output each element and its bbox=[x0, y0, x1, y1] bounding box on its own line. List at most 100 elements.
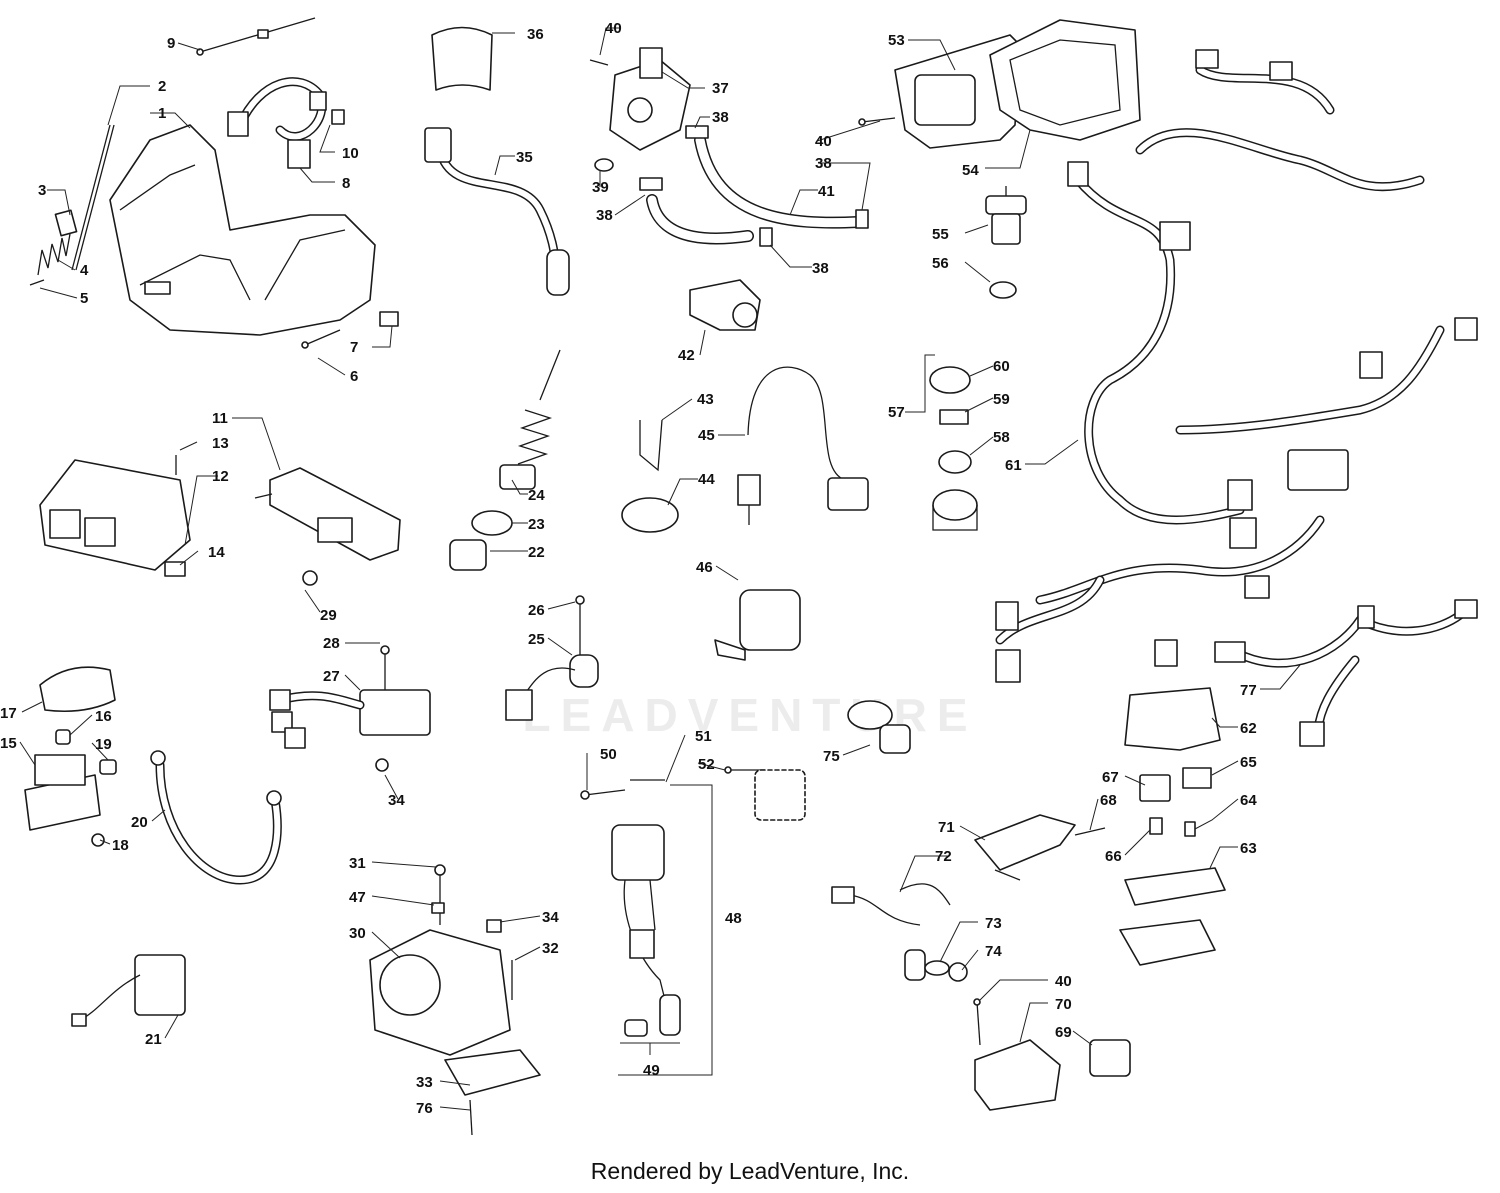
callout-58: 58 bbox=[993, 429, 1010, 446]
callout-45: 45 bbox=[698, 427, 715, 444]
part-mount-screw-and-clip bbox=[301, 311, 399, 349]
callout-46: 46 bbox=[696, 559, 713, 576]
callout-17: 17 bbox=[0, 705, 17, 722]
callout-41: 41 bbox=[818, 183, 835, 200]
callout-75: 75 bbox=[823, 748, 840, 765]
callout-77: 77 bbox=[1240, 682, 1257, 699]
callout-15: 15 bbox=[0, 735, 17, 752]
part-instrument-cluster bbox=[894, 19, 1141, 149]
part-brake-switch bbox=[449, 349, 561, 571]
callout-10: 10 bbox=[342, 145, 359, 162]
part-map-sensor bbox=[973, 998, 1131, 1111]
part-clip-and-ring bbox=[621, 419, 679, 533]
callout-70: 70 bbox=[1055, 996, 1072, 1013]
callout-23: 23 bbox=[528, 516, 545, 533]
callout-34: 34 bbox=[388, 792, 405, 809]
callout-44: 44 bbox=[698, 471, 715, 488]
callout-52: 52 bbox=[698, 756, 715, 773]
callout-38: 38 bbox=[712, 109, 729, 126]
callout-11: 11 bbox=[212, 410, 228, 427]
part-fuse-bracket-and-cable bbox=[831, 814, 1076, 982]
callout-57: 57 bbox=[888, 404, 905, 421]
part-main-wiring-harness bbox=[995, 49, 1478, 683]
callout-67: 67 bbox=[1102, 769, 1119, 786]
callout-59: 59 bbox=[993, 391, 1010, 408]
part-drive-actuator bbox=[369, 864, 541, 1136]
callout-69: 69 bbox=[1055, 1024, 1072, 1041]
callout-21: 21 bbox=[145, 1031, 162, 1048]
callout-22: 22 bbox=[528, 544, 545, 561]
callout-36: 36 bbox=[527, 26, 544, 43]
leader-lines bbox=[19, 27, 1301, 1111]
part-engine-control-unit bbox=[39, 455, 191, 577]
callout-37: 37 bbox=[712, 80, 729, 97]
callout-24: 24 bbox=[528, 487, 545, 504]
callout-14: 14 bbox=[208, 544, 225, 561]
part-voltage-regulator bbox=[269, 645, 431, 772]
callout-13: 13 bbox=[212, 435, 229, 452]
part-solenoid-valve bbox=[589, 47, 691, 172]
part-vacuum-hoses bbox=[639, 125, 869, 247]
callout-38: 38 bbox=[596, 207, 613, 224]
part-adjust-screw-assembly bbox=[29, 124, 115, 286]
callout-38: 38 bbox=[815, 155, 832, 172]
callout-8: 8 bbox=[342, 175, 350, 192]
part-coil-connector bbox=[724, 766, 806, 821]
callout-25: 25 bbox=[528, 631, 545, 648]
callout-29: 29 bbox=[320, 607, 337, 624]
callout-31: 31 bbox=[349, 855, 366, 872]
callout-47: 47 bbox=[349, 889, 366, 906]
callout-9: 9 bbox=[167, 35, 175, 52]
callout-30: 30 bbox=[349, 925, 366, 942]
callout-40: 40 bbox=[815, 133, 832, 150]
callout-4: 4 bbox=[80, 262, 89, 279]
callout-6: 6 bbox=[350, 368, 358, 385]
part-starter-solenoid bbox=[24, 666, 117, 847]
rendered-by-credit: Rendered by LeadVenture, Inc. bbox=[590, 1158, 910, 1184]
callout-26: 26 bbox=[528, 602, 545, 619]
part-sensor-harness bbox=[424, 127, 570, 296]
callout-64: 64 bbox=[1240, 792, 1257, 809]
callout-3: 3 bbox=[38, 182, 46, 199]
callout-5: 5 bbox=[80, 290, 88, 307]
callout-54: 54 bbox=[962, 162, 979, 179]
part-ignition-switch bbox=[929, 366, 978, 531]
part-headlight-housing bbox=[109, 124, 376, 336]
part-horn bbox=[714, 589, 801, 661]
callout-74: 74 bbox=[985, 943, 1002, 960]
callout-40: 40 bbox=[1055, 973, 1072, 990]
callout-63: 63 bbox=[1240, 840, 1257, 857]
callout-35: 35 bbox=[516, 149, 533, 166]
callout-19: 19 bbox=[95, 736, 112, 753]
callout-labels: 9 36 40 37 53 2 1 10 35 38 40 54 3 8 39 … bbox=[0, 20, 1257, 1117]
callout-51: 51 bbox=[695, 728, 712, 745]
callout-50: 50 bbox=[600, 746, 617, 763]
callout-1: 1 bbox=[158, 105, 166, 122]
part-rocker-switch bbox=[71, 954, 186, 1027]
callout-56: 56 bbox=[932, 255, 949, 272]
callout-73: 73 bbox=[985, 915, 1002, 932]
callout-39: 39 bbox=[592, 179, 609, 196]
part-ecu-bracket bbox=[254, 467, 401, 586]
callout-16: 16 bbox=[95, 708, 112, 725]
callout-76: 76 bbox=[416, 1100, 433, 1117]
part-temperature-sensor bbox=[737, 366, 869, 525]
callout-68: 68 bbox=[1100, 792, 1117, 809]
part-crank-sensor bbox=[505, 595, 599, 721]
part-power-outlet bbox=[847, 700, 911, 754]
part-ignition-coil bbox=[580, 779, 681, 1037]
callout-43: 43 bbox=[697, 391, 714, 408]
part-battery-cable bbox=[150, 750, 282, 885]
callout-32: 32 bbox=[542, 940, 559, 957]
part-sub-harness bbox=[1214, 599, 1478, 747]
callout-62: 62 bbox=[1240, 720, 1257, 737]
callout-65: 65 bbox=[1240, 754, 1257, 771]
callout-61: 61 bbox=[1005, 457, 1022, 474]
callout-33: 33 bbox=[416, 1074, 433, 1091]
callout-53: 53 bbox=[888, 32, 905, 49]
part-speed-sensor bbox=[689, 279, 761, 331]
part-cluster-screw bbox=[858, 117, 896, 126]
callout-48: 48 bbox=[725, 910, 742, 927]
part-fuse-box bbox=[1074, 687, 1226, 966]
